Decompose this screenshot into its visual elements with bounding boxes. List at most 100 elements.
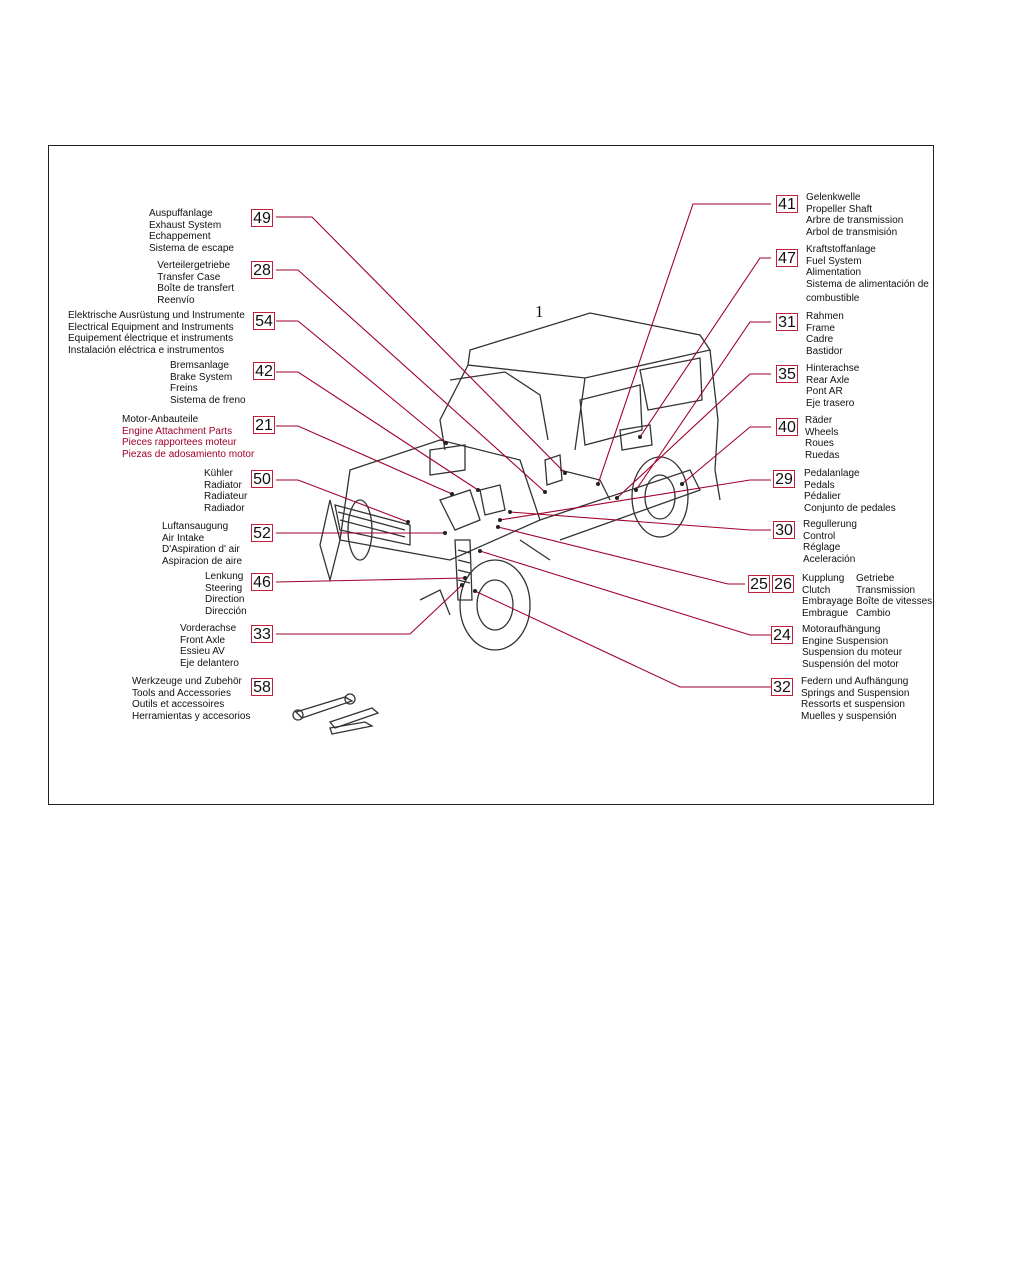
callout-line: Regullerung xyxy=(803,519,857,530)
callout-line: D'Aspiration d' air xyxy=(162,544,240,556)
callout-line: combustible xyxy=(806,292,860,304)
callout-46-number[interactable]: 46 xyxy=(251,573,273,591)
callout-line: Muelles y suspensión xyxy=(801,711,897,723)
callout-line: Vorderachse xyxy=(180,623,237,634)
callout-58-label: Werkzeuge und Zubehör Tools and Accessor… xyxy=(132,676,250,723)
callout-line: Gelenkwelle xyxy=(806,192,861,203)
callout-line: Sistema de freno xyxy=(170,395,246,407)
callout-line: Arbol de transmisión xyxy=(806,227,898,239)
callout-28-label: Verteilergetriebe Transfer Case Boîte de… xyxy=(157,260,234,307)
callout-line: Pedals xyxy=(804,479,835,491)
callout-40-label: Räder Wheels Roues Ruedas xyxy=(805,415,839,462)
callout-line: Cambio xyxy=(856,608,891,620)
callout-52-number[interactable]: 52 xyxy=(251,524,273,542)
callout-line: Pedalanlage xyxy=(804,468,860,479)
tools-illustration xyxy=(292,693,380,735)
callout-26-number[interactable]: 26 xyxy=(772,575,794,593)
callout-31-number[interactable]: 31 xyxy=(776,313,798,331)
callout-line: Engine Attachment Parts xyxy=(122,425,233,437)
callout-line: Ruedas xyxy=(805,450,840,462)
callout-line: Roues xyxy=(805,438,834,450)
callout-line: Rear Axle xyxy=(806,374,850,386)
callout-35-label: Hinterachse Rear Axle Pont AR Eje traser… xyxy=(806,363,859,410)
callout-line: Herramientas y accesorios xyxy=(132,711,251,723)
callout-29-number[interactable]: 29 xyxy=(773,470,795,488)
callout-58-number[interactable]: 58 xyxy=(251,678,273,696)
callout-line: Boîte de transfert xyxy=(157,283,234,295)
callout-line: Frame xyxy=(806,322,835,334)
callout-47-number[interactable]: 47 xyxy=(776,249,798,267)
callout-32-label: Federn und Aufhängung Springs and Suspen… xyxy=(801,676,909,723)
callout-line: Radiateur xyxy=(204,491,248,503)
callout-line: Aceleración xyxy=(803,554,856,566)
callout-42-number[interactable]: 42 xyxy=(253,362,275,380)
callout-35-number[interactable]: 35 xyxy=(776,365,798,383)
callout-24-number[interactable]: 24 xyxy=(771,626,793,644)
callout-line: Lenkung xyxy=(205,571,244,582)
callout-30-number[interactable]: 30 xyxy=(773,521,795,539)
callout-31-label: Rahmen Frame Cadre Bastidor xyxy=(806,311,844,358)
callout-33-number[interactable]: 33 xyxy=(251,625,273,643)
callout-30-label: Regullerung Control Réglage Aceleración xyxy=(803,519,857,566)
callout-line: Alimentation xyxy=(806,267,862,279)
callout-54-number[interactable]: 54 xyxy=(253,312,275,330)
callout-line: Fuel System xyxy=(806,255,862,267)
callout-line: Arbre de transmission xyxy=(806,215,904,227)
callout-line: Motor-Anbauteile xyxy=(122,414,199,425)
callout-line: Reenvío xyxy=(157,295,195,307)
callout-line: Hinterachse xyxy=(806,363,860,374)
callout-line: Dirección xyxy=(205,606,247,618)
callout-41-number[interactable]: 41 xyxy=(776,195,798,213)
callout-line: Eje trasero xyxy=(806,398,855,410)
callout-line: Ressorts et suspension xyxy=(801,699,905,711)
callout-40-number[interactable]: 40 xyxy=(776,418,798,436)
callout-line: Control xyxy=(803,530,836,542)
callout-line: Conjunto de pedales xyxy=(804,503,896,515)
callout-line: Equipement électrique et instruments xyxy=(68,333,234,345)
callout-line: Pédalier xyxy=(804,491,841,503)
callout-line: Instalación eléctrica e instrumentos xyxy=(68,345,225,357)
callout-32-number[interactable]: 32 xyxy=(771,678,793,696)
callout-line: Pieces rapportees moteur xyxy=(122,437,237,449)
callout-28-number[interactable]: 28 xyxy=(251,261,273,279)
callout-line: Radiador xyxy=(204,503,245,515)
callout-line: Räder xyxy=(805,415,833,426)
callout-25-number[interactable]: 25 xyxy=(748,575,770,593)
callout-line: Embrayage xyxy=(802,596,854,608)
callout-line: Bastidor xyxy=(806,346,843,358)
callout-line: Getriebe xyxy=(856,573,895,584)
callout-52-label: Luftansaugung Air Intake D'Aspiration d'… xyxy=(162,521,242,568)
vehicle-illustration xyxy=(319,312,721,651)
callout-line: Engine Suspension xyxy=(802,635,889,647)
callout-line: Brake System xyxy=(170,371,233,383)
callout-42-label: Bremsanlage Brake System Freins Sistema … xyxy=(170,360,246,407)
callout-46-label: Lenkung Steering Direction Dirección xyxy=(205,571,247,618)
callout-49-number[interactable]: 49 xyxy=(251,209,273,227)
callout-line: Clutch xyxy=(802,584,831,596)
callout-line: Transmission xyxy=(856,584,916,596)
overall-number: 1 xyxy=(535,302,544,321)
callout-line: Kupplung xyxy=(802,573,845,584)
callout-line: Embrague xyxy=(802,608,849,620)
callout-line: Rahmen xyxy=(806,311,844,322)
callout-line: Propeller Shaft xyxy=(806,203,873,215)
callout-line: Aspiracion de aire xyxy=(162,556,243,568)
callout-line: Steering xyxy=(205,582,243,594)
callout-25-label: Kupplung Clutch Embrayage Embrague xyxy=(802,573,853,620)
callout-49-label: Auspuffanlage Exhaust System Echappement… xyxy=(149,208,234,255)
callout-line: Luftansaugung xyxy=(162,521,229,532)
callout-line: Piezas de adosamiento motor xyxy=(122,449,255,461)
callout-line: Federn und Aufhängung xyxy=(801,676,909,687)
callout-26-label: Getriebe Transmission Boîte de vitesses … xyxy=(856,573,932,620)
callout-21-number[interactable]: 21 xyxy=(253,416,275,434)
callout-line: Radiator xyxy=(204,479,242,491)
callout-50-number[interactable]: 50 xyxy=(251,470,273,488)
callout-line: Suspensión del motor xyxy=(802,659,899,671)
callout-line: Sistema de alimentación de xyxy=(806,279,929,291)
callout-41-label: Gelenkwelle Propeller Shaft Arbre de tra… xyxy=(806,192,903,239)
callout-line: Werkzeuge und Zubehör xyxy=(132,676,242,687)
callout-line: Elektrische Ausrüstung und Instrumente xyxy=(68,310,245,321)
callout-line: Electrical Equipment and Instruments xyxy=(68,321,234,333)
callout-24-label: Motoraufhängung Engine Suspension Suspen… xyxy=(802,624,902,671)
